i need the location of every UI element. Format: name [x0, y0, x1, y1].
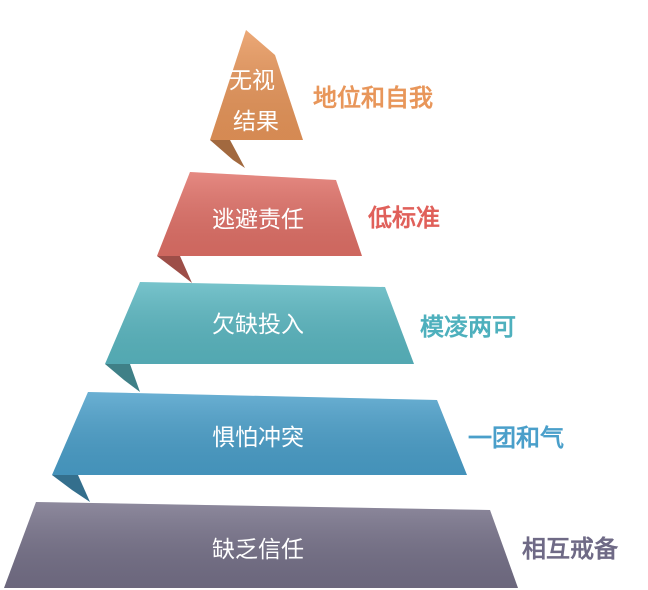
label-status-and-ego: 地位和自我 — [313, 84, 433, 112]
label-artificial-harmony: 一团和气 — [468, 424, 564, 452]
tier-fourth: 惧怕冲突 — [52, 392, 467, 502]
label-ambiguity: 模凌两可 — [420, 313, 516, 341]
tier-bottom: 缺乏信任 — [4, 502, 518, 588]
tier-top-text-line1: 无视 — [229, 68, 275, 94]
tier-third-text: 欠缺投入 — [212, 312, 304, 338]
tier-third-fold — [105, 364, 140, 392]
tier-third: 欠缺投入 — [105, 282, 414, 392]
label-low-standards: 低标准 — [367, 204, 440, 232]
tier-bottom-text: 缺乏信任 — [212, 537, 304, 563]
tier-second: 逃避责任 — [157, 172, 362, 283]
tier-second-text: 逃避责任 — [212, 207, 304, 233]
tier-top-fold — [210, 140, 245, 168]
tier-top-text-line2: 结果 — [233, 109, 279, 135]
tier-fourth-fold — [52, 475, 90, 502]
tier-second-fold — [157, 256, 192, 283]
label-invulnerability: 相互戒备 — [522, 535, 619, 563]
tier-top: 无视 结果 — [210, 30, 303, 168]
tier-fourth-text: 惧怕冲突 — [212, 425, 304, 451]
